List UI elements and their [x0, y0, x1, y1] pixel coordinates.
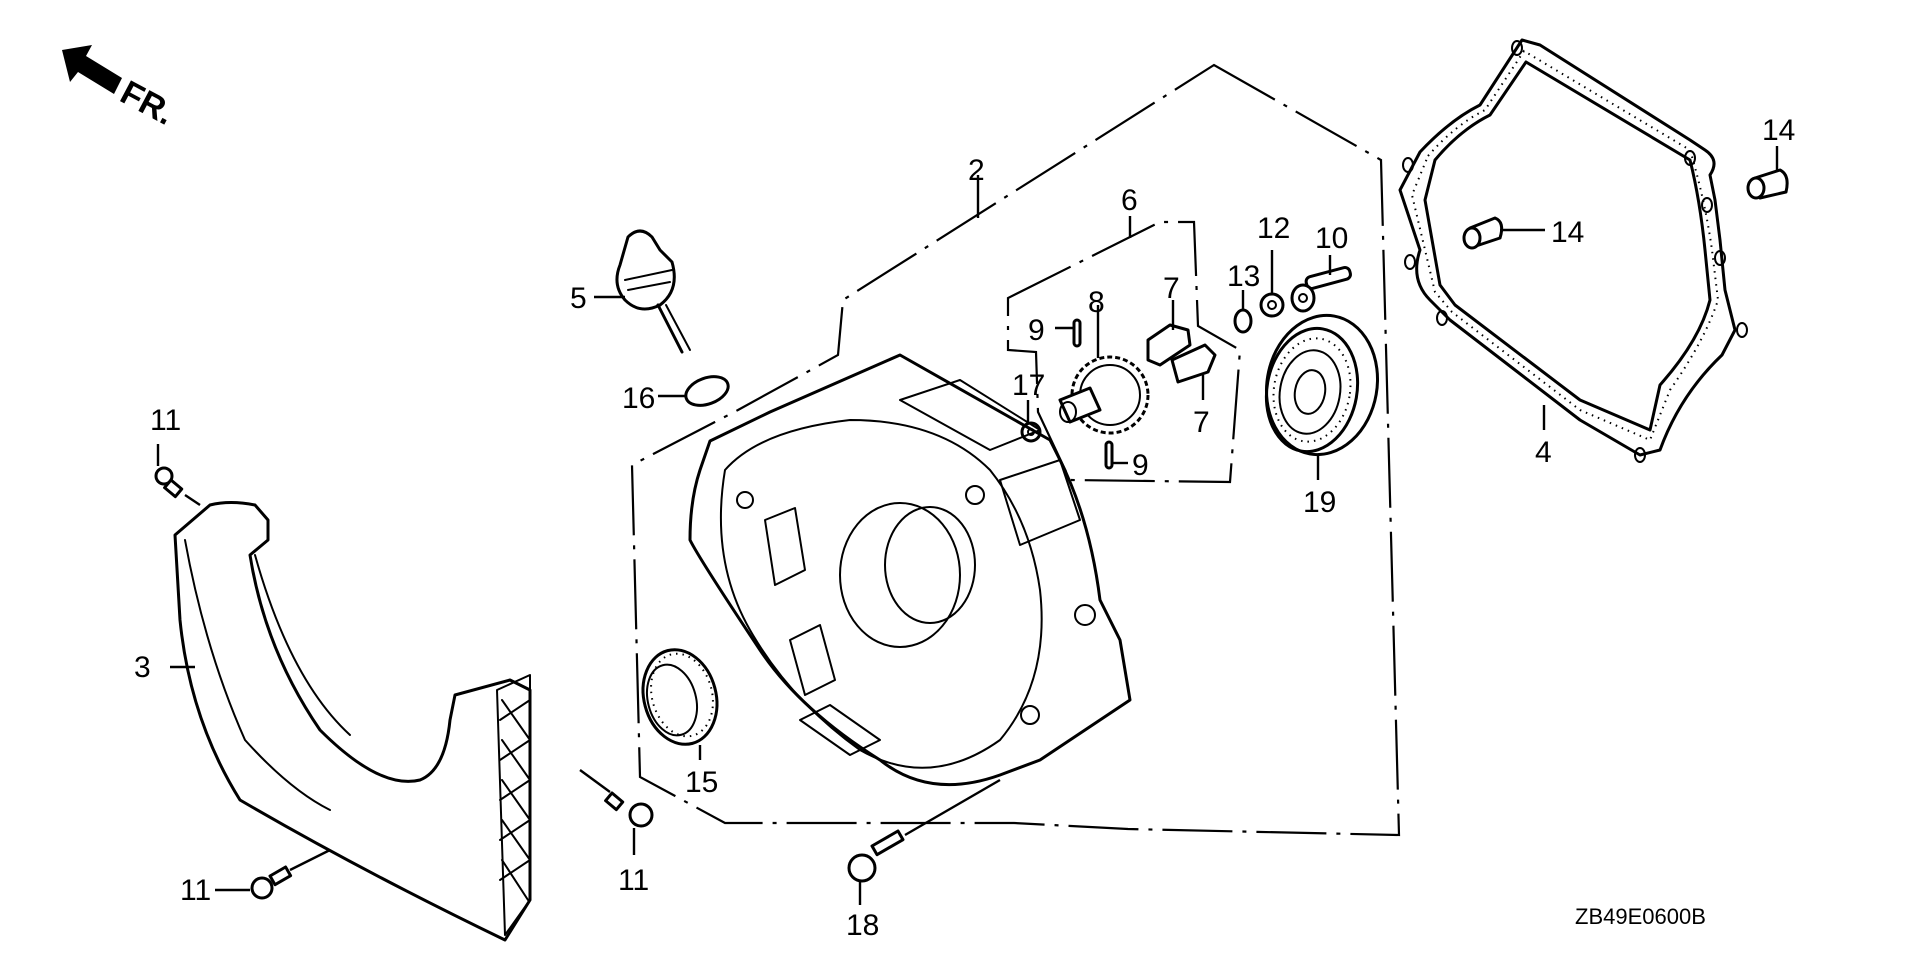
callout-6: 6: [1121, 184, 1138, 217]
flange-bolt-11-top: [154, 466, 201, 506]
callout-2: 2: [968, 154, 985, 187]
drawing-code: ZB49E0600B: [1575, 904, 1706, 929]
callout-7-top: 7: [1163, 272, 1180, 305]
callout-9-top: 9: [1028, 314, 1045, 347]
callout-13: 13: [1227, 260, 1260, 293]
callout-labels: 2 3 4 5 6 7 7 8 9 9 10 11 11 11 12 13 14…: [134, 114, 1795, 942]
callout-8: 8: [1088, 286, 1105, 319]
governor-gear-part: [1058, 355, 1150, 435]
assembly-outline-6: [1006, 220, 1242, 484]
flange-bolt-18: [847, 778, 1001, 883]
oil-seal-part: [641, 648, 719, 746]
callout-15: 15: [685, 766, 718, 799]
front-direction-arrow-icon: FR.: [62, 45, 180, 133]
cover-shroud-part: [173, 501, 532, 942]
flange-bolt-11-bottom-right: [579, 769, 654, 828]
callout-3: 3: [134, 651, 151, 684]
callout-18: 18: [846, 909, 879, 942]
callout-10: 10: [1315, 222, 1348, 255]
callout-12: 12: [1257, 212, 1290, 245]
pin-9-bottom-part: [1104, 440, 1114, 470]
ball-bearing-part: [1264, 313, 1380, 457]
flange-bolt-11-bottom-left: [250, 848, 331, 900]
dowel-pin-14-outer: [1746, 168, 1789, 200]
clip-13-part: [1233, 308, 1253, 334]
callout-11-bottom-right: 11: [618, 864, 649, 897]
callout-7-bottom: 7: [1193, 406, 1210, 439]
callout-17: 17: [1012, 369, 1045, 402]
gasket-part: [1398, 38, 1748, 463]
assembly-outline-2: [630, 63, 1401, 837]
callout-4: 4: [1535, 436, 1552, 469]
callout-14-inner: 14: [1551, 216, 1584, 249]
case-cover-part: [688, 353, 1132, 787]
washer-12-part: [1259, 292, 1285, 318]
callout-11-top: 11: [150, 404, 181, 437]
o-ring-part: [684, 375, 730, 407]
callout-14-outer: 14: [1762, 114, 1795, 147]
washer-17-part: [1020, 421, 1042, 443]
leader-lines: [156, 146, 1779, 905]
callout-16: 16: [622, 382, 655, 415]
governor-weight-7-top-part: [1146, 323, 1192, 367]
pin-9-top-part: [1072, 318, 1082, 348]
callout-11-bottom-left: 11: [180, 874, 211, 907]
dowel-pin-14-inner: [1462, 216, 1504, 250]
callout-9-bottom: 9: [1132, 449, 1149, 482]
front-direction-label: FR.: [114, 74, 180, 133]
governor-weight-7-bottom-part: [1170, 343, 1217, 384]
bolt-10-part: [1290, 265, 1352, 313]
callout-5: 5: [570, 282, 587, 315]
oil-filler-cap-part: [615, 229, 691, 354]
callout-19: 19: [1303, 486, 1336, 519]
